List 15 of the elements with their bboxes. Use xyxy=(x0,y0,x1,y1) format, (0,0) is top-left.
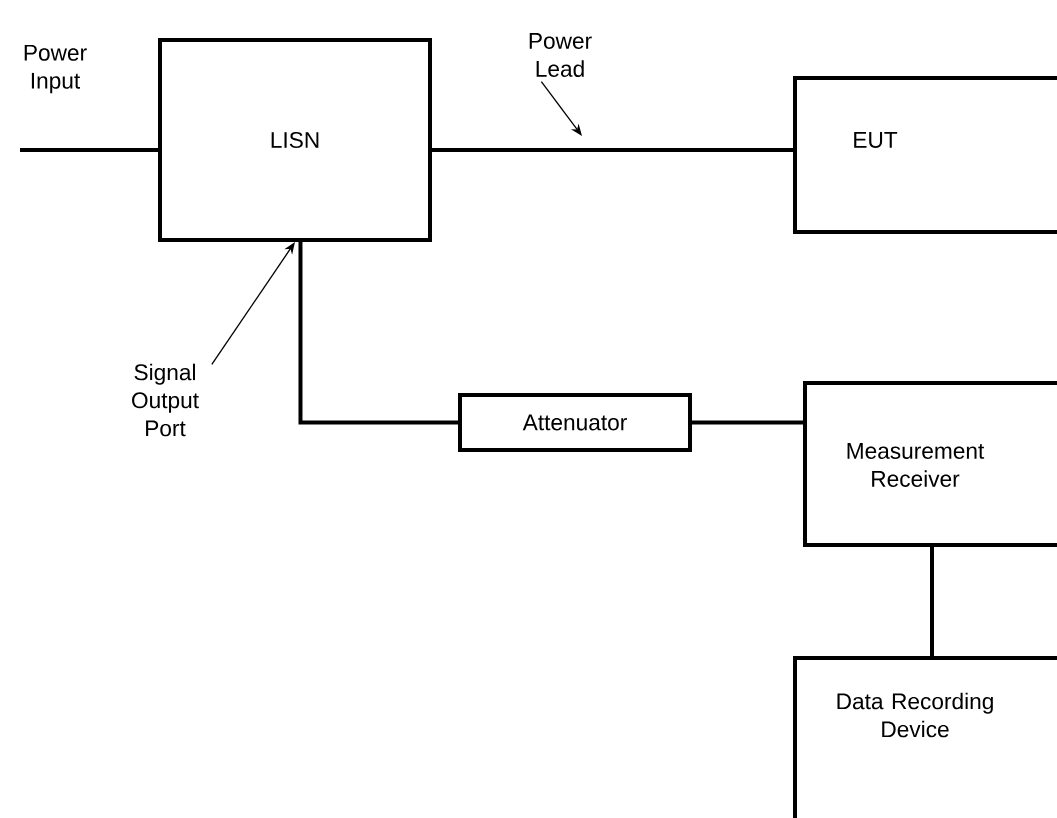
callout-text: Signal Output Port xyxy=(132,363,199,437)
connection-line xyxy=(432,148,793,152)
callout-text: Power Lead xyxy=(529,33,592,77)
connection-line xyxy=(930,547,934,656)
leader-line xyxy=(540,80,582,136)
leader-line xyxy=(211,242,295,365)
eut-box: EUT xyxy=(793,76,1057,234)
connection-line xyxy=(20,148,158,152)
receiver-box: Measurement Receiver xyxy=(803,381,1057,547)
recorder-box: Data Recording Device xyxy=(793,656,1057,818)
connection-line xyxy=(692,420,803,425)
attenuator-box: Attenuator xyxy=(458,393,692,452)
edge-label: Power Input xyxy=(24,44,87,94)
lisn-box: LISN xyxy=(158,38,432,242)
connection-line xyxy=(298,242,458,425)
